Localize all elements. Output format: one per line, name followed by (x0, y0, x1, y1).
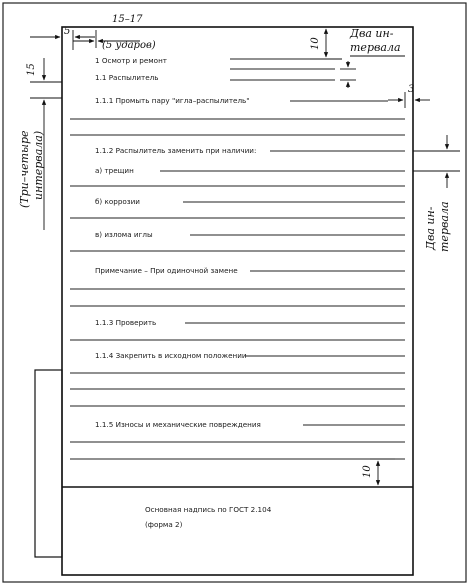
drawing-frame (61, 26, 414, 576)
line-item-b: б) коррозии (95, 197, 140, 206)
dim-two-intervals-top (340, 55, 405, 88)
line-section-1-1-5: 1.1.5 Износы и механические повреждения (95, 420, 261, 429)
annot-two-intervals-right-1: Два ин- (424, 206, 437, 250)
dim-bottom-gap (370, 458, 395, 486)
stamp-form: (форма 2) (145, 520, 183, 529)
line-section-1: 1 Осмотр и ремонт (95, 56, 167, 65)
dim-left-offset (30, 58, 62, 112)
line-section-1-1-3: 1.1.3 Проверить (95, 318, 157, 327)
left-stamp-column (34, 369, 63, 558)
line-item-v: в) излома иглы (95, 230, 153, 239)
line-section-1-1-2: 1.1.2 Распылитель заменить при наличии: (95, 146, 257, 155)
dim-two-intervals-right (413, 135, 460, 188)
annot-two-intervals-right-2: тервала (438, 201, 451, 252)
line-section-1-1: 1.1 Распылитель (95, 73, 159, 82)
annot-two-intervals-top-2: тервала (350, 41, 401, 54)
line-item-a: а) трещин (95, 166, 134, 175)
annot-indent-bottom: (5 ударов) (102, 40, 156, 51)
annot-bottom-gap: 10 (362, 465, 373, 478)
annot-three-four-1: (Три–четыре (18, 130, 31, 208)
annot-left-margin: 5 (64, 26, 71, 37)
dim-top-gap (310, 26, 342, 60)
line-section-1-1-4: 1.1.4 Закрепить в исходном положении (95, 351, 247, 360)
annot-top-gap: 10 (310, 37, 321, 50)
annot-right-margin: 3 (408, 84, 415, 95)
annot-three-four-2: интервала) (32, 130, 45, 200)
dim-right-margin (388, 92, 430, 108)
dim-indent (73, 30, 140, 48)
writing-lines (70, 58, 405, 460)
annot-indent-top: 15–17 (112, 14, 143, 25)
stamp-title: Основная надпись по ГОСТ 2.104 (145, 505, 272, 514)
annot-two-intervals-top-1: Два ин- (350, 27, 394, 40)
annot-left-offset: 15 (26, 63, 37, 76)
line-note: Примечание – При одиночной замене (95, 266, 238, 275)
dim-left-margin (30, 27, 95, 50)
line-section-1-1-1: 1.1.1 Промыть пару "игла–распылитель" (95, 96, 250, 105)
